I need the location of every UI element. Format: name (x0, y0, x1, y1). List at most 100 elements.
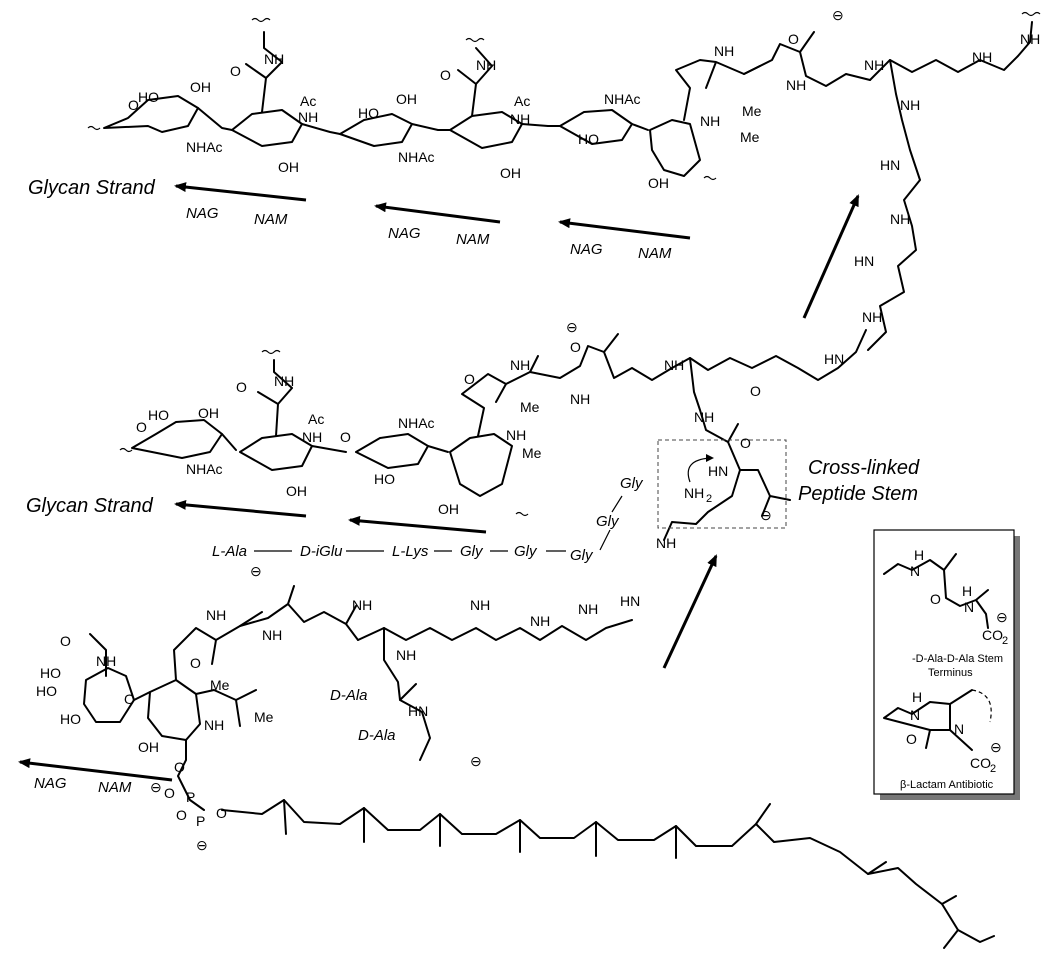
atom-ho: HO (36, 683, 57, 699)
atom-nhac: NHAc (398, 149, 435, 165)
atom-nh: NH (476, 57, 496, 73)
atom-oh: OH (396, 91, 417, 107)
nam-label: NAM (98, 779, 132, 796)
atom-oh: OH (278, 159, 299, 175)
middle-strand: HO OH O NHAc NH O Ac NH OH NHAc O HO Me … (119, 319, 867, 551)
atom-h: H (914, 547, 924, 563)
seq-d-iglu: D-iGlu (300, 543, 343, 560)
atom-nh: NH (900, 97, 920, 113)
nam-label: NAM (638, 245, 672, 262)
atom-n: N (910, 563, 920, 579)
atom-o: O (190, 655, 201, 671)
atom-hn: HN (408, 703, 428, 719)
atom-nhac: NHAc (186, 139, 223, 155)
atom-me: Me (520, 399, 540, 415)
atom-o: O (60, 633, 71, 649)
gly-stack-2: Gly (620, 475, 644, 492)
arrow-crosslink-up (802, 194, 860, 319)
arrow-middle-1 (174, 499, 307, 518)
arrow-top-1 (174, 182, 307, 202)
atom-o: O (174, 759, 185, 775)
arrow-crosslink-mid (662, 554, 718, 669)
inset-beta-lactam: β-Lactam Antibiotic (900, 779, 994, 791)
atom-ho: HO (358, 105, 379, 121)
seq-gly-2: Gly (514, 543, 538, 560)
atom-o: O (124, 691, 135, 707)
atom-nh: NH (972, 49, 992, 65)
atom-charge: ⊖ (250, 563, 262, 579)
atom-oh: OH (190, 79, 211, 95)
atom-nh: NH (578, 601, 598, 617)
atom-nh: NH (890, 211, 910, 227)
atom-o: O (164, 785, 175, 801)
atom-charge: ⊖ (196, 837, 208, 853)
atom-nh: NH (656, 535, 676, 551)
atom-nh: NH (470, 597, 490, 613)
atom-o: O (930, 591, 941, 607)
inset-stem-line1: -D-Ala-D-Ala Stem (912, 653, 1003, 665)
d-ala-label-2: D-Ala (358, 727, 396, 744)
atom-o: O (136, 419, 147, 435)
atom-nh: NH (700, 113, 720, 129)
inset-co2-sub: 2 (990, 763, 996, 775)
atom-charge: ⊖ (990, 739, 1002, 755)
seq-l-lys: L-Lys (392, 543, 429, 560)
atom-nh: NH (274, 373, 294, 389)
atom-nh2: NH (684, 485, 704, 501)
atom-charge: ⊖ (996, 609, 1008, 625)
atom-nh: NH (510, 357, 530, 373)
atom-o: O (570, 339, 581, 355)
atom-nh: NH (694, 409, 714, 425)
inset-co2: CO (982, 627, 1003, 643)
arrow-middle-2 (348, 515, 487, 534)
atom-nh2-sub: 2 (706, 493, 712, 505)
nag-label: NAG (186, 205, 219, 222)
atom-nh: NH (530, 613, 550, 629)
inset-stem-line2: Terminus (928, 667, 973, 679)
atom-o: O (128, 97, 139, 113)
atom-n: N (910, 707, 920, 723)
glycan-strand-label-middle: Glycan Strand (26, 495, 154, 517)
inset-box: H N O H N CO 2 ⊖ -D-Ala-D-Ala Stem Termi… (873, 529, 1020, 800)
atom-nhac: NHAc (604, 91, 641, 107)
atom-o: O (788, 31, 799, 47)
crosslink-label-line1: Cross-linked (808, 457, 920, 479)
inset-co2: CO (970, 755, 991, 771)
seq-gly-1: Gly (460, 543, 484, 560)
atom-o: O (750, 383, 761, 399)
seq-l-ala: L-Ala (212, 543, 247, 560)
atom-o: O (236, 379, 247, 395)
atom-me: Me (742, 103, 762, 119)
atom-ac: Ac (514, 93, 530, 109)
atom-hn: HN (620, 593, 640, 609)
atom-nh: NH (206, 607, 226, 623)
atom-charge: ⊖ (760, 507, 772, 523)
atom-p: P (196, 813, 205, 829)
atom-charge: ⊖ (832, 7, 844, 23)
atom-o: O (340, 429, 351, 445)
arrow-bottom (18, 758, 173, 782)
atom-charge: ⊖ (150, 779, 162, 795)
atom-me: Me (522, 445, 542, 461)
atom-charge: ⊖ (470, 753, 482, 769)
atom-nhac: NHAc (398, 415, 435, 431)
atom-o: O (906, 731, 917, 747)
atom-nh: NH (204, 717, 224, 733)
nag-label: NAG (388, 225, 421, 242)
atom-nh: NH (714, 43, 734, 59)
atom-ac: Ac (300, 93, 316, 109)
atom-hn: HN (824, 351, 844, 367)
atom-charge: ⊖ (566, 319, 578, 335)
nam-label: NAM (456, 231, 490, 248)
atom-nh: NH (96, 653, 116, 669)
atom-nh: NH (570, 391, 590, 407)
atom-hn: HN (708, 463, 728, 479)
atom-o: O (440, 67, 451, 83)
atom-nh: NH (864, 57, 884, 73)
atom-oh: OH (648, 175, 669, 191)
atom-p: P (186, 789, 195, 805)
atom-ac: Ac (308, 411, 324, 427)
atom-hn: HN (880, 157, 900, 173)
atom-oh: OH (198, 405, 219, 421)
